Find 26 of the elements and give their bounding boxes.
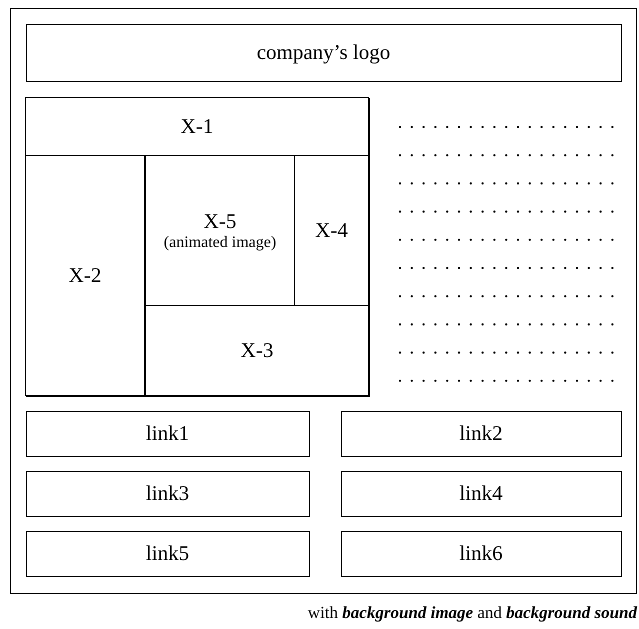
panel-label: X-1 (180, 114, 214, 139)
panel-label: X-4 (315, 218, 348, 243)
link-panel (340, 410, 622, 456)
panel-label: link6 (459, 541, 503, 566)
panel-label: link2 (459, 421, 503, 446)
link-panel (26, 410, 310, 456)
panel-label: link5 (146, 541, 190, 566)
link-panel (26, 470, 310, 516)
layout-panel (145, 305, 369, 396)
panel-label: link3 (146, 481, 190, 506)
panel-label: company’s logo (256, 40, 390, 65)
layout-panel (26, 98, 370, 396)
caption: with background image and background sound (308, 603, 637, 623)
link-panel (340, 530, 622, 576)
panel-label: link4 (459, 481, 503, 506)
layout-panel (25, 155, 145, 396)
panel-label: X-2 (68, 263, 102, 288)
link-panel (26, 530, 310, 576)
layout-panel (25, 97, 369, 156)
header-panel (26, 24, 622, 82)
panel-note: (animated image) (164, 232, 276, 252)
link-panel (340, 470, 622, 516)
panel-label: X-5 (204, 208, 236, 233)
layout-panel (10, 8, 637, 594)
panel-label: link1 (146, 421, 190, 446)
panel-label: X-3 (240, 338, 274, 363)
